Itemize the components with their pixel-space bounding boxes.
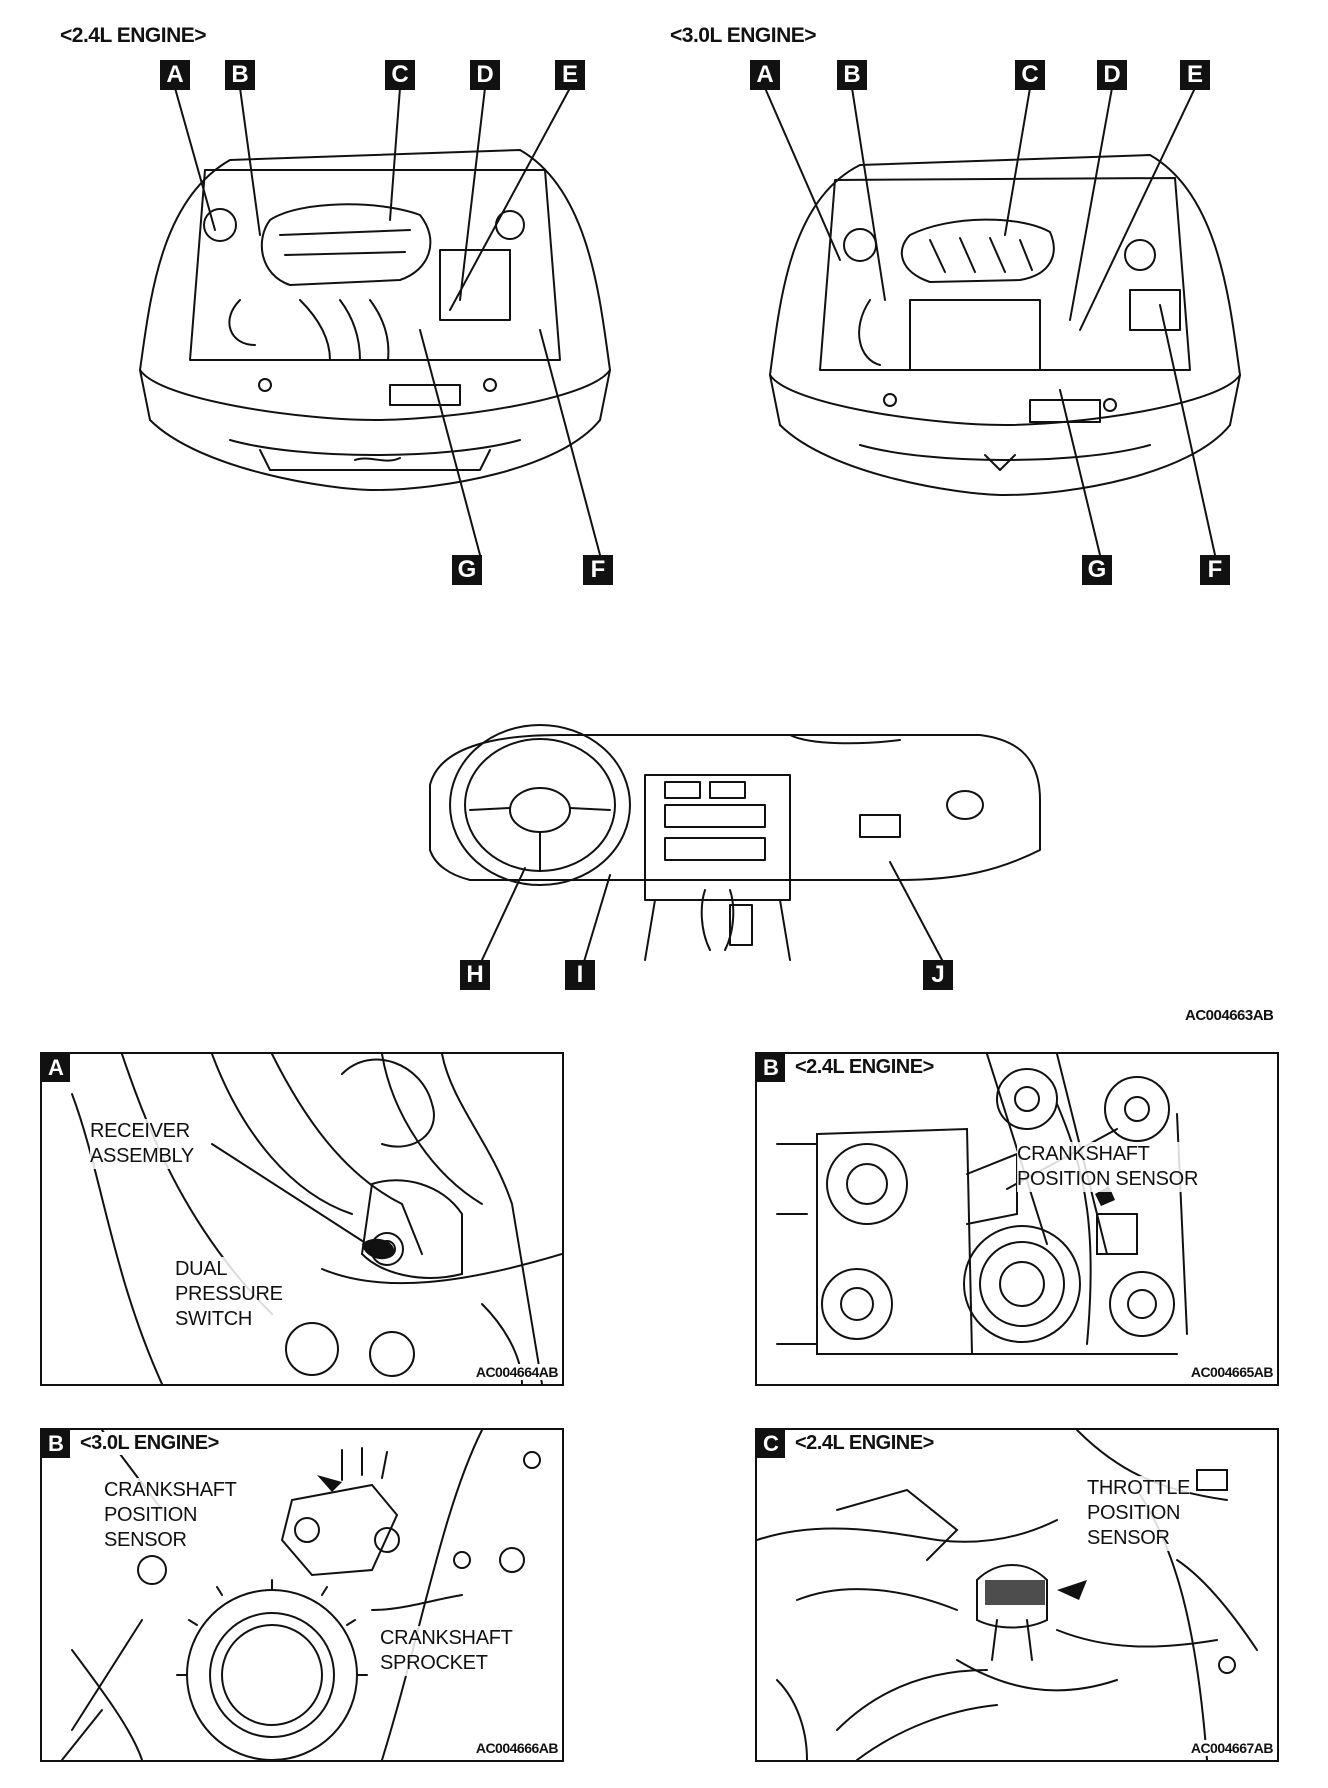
panel-c-drawing <box>757 1430 1258 1760</box>
panel-b-2-4-subtitle: <2.4L ENGINE> <box>793 1056 936 1079</box>
dashboard-drawing <box>429 724 1041 961</box>
marker-h: H <box>460 960 490 990</box>
marker-a-2-4: A <box>160 60 190 90</box>
panel-a-tag: A <box>42 1054 70 1082</box>
marker-f-3-0: F <box>1200 555 1230 585</box>
panel-c: C <2.4L ENGINE> THROTTLE POSITION SENSOR… <box>755 1428 1279 1762</box>
marker-e-2-4: E <box>555 60 585 90</box>
marker-g-2-4: G <box>452 555 482 585</box>
panel-b-2-4-tag: B <box>757 1054 785 1082</box>
panel-a-ref: AC004664AB <box>475 1364 559 1380</box>
overview-ref-code: AC004663AB <box>1185 1007 1274 1024</box>
engine-3-0-title: <3.0L ENGINE> <box>670 24 817 47</box>
engine-2-4-title: <2.4L ENGINE> <box>60 24 207 47</box>
panel-a-drawing <box>71 1054 562 1384</box>
marker-f-2-4: F <box>583 555 613 585</box>
panel-c-ref: AC004667AB <box>1190 1740 1274 1756</box>
marker-b-2-4: B <box>225 60 255 90</box>
marker-c-3-0: C <box>1015 60 1045 90</box>
panel-b-2-4-ref: AC004665AB <box>1190 1364 1274 1380</box>
panel-b-3-0-subtitle: <3.0L ENGINE> <box>78 1432 221 1455</box>
crankshaft-sprocket-label: CRANKSHAFT SPROCKET <box>380 1626 513 1676</box>
engine-bay-2-4-drawing <box>139 149 611 491</box>
panel-b-3-0-ref: AC004666AB <box>475 1740 559 1756</box>
marker-d-2-4: D <box>470 60 500 90</box>
marker-e-3-0: E <box>1180 60 1210 90</box>
crankshaft-position-sensor-3-0-label: CRANKSHAFT POSITION SENSOR <box>104 1478 237 1553</box>
engine-bay-3-0-drawing <box>769 154 1241 496</box>
panel-b-3-0-tag: B <box>42 1430 70 1458</box>
throttle-position-sensor-label: THROTTLE POSITION SENSOR <box>1087 1476 1191 1551</box>
marker-i: I <box>565 960 595 990</box>
panel-c-tag: C <box>757 1430 785 1458</box>
receiver-assembly-label: RECEIVER ASSEMBLY <box>90 1119 194 1169</box>
marker-c-2-4: C <box>385 60 415 90</box>
marker-j: J <box>923 960 953 990</box>
panel-b-3-0: B <3.0L ENGINE> CRANKSHAFT POSITION SENS… <box>40 1428 564 1762</box>
marker-a-3-0: A <box>750 60 780 90</box>
marker-g-3-0: G <box>1082 555 1112 585</box>
marker-b-3-0: B <box>837 60 867 90</box>
panel-a: A RECEIVER ASSEMBLY DUAL PRESSURE SWITCH… <box>40 1052 564 1386</box>
panel-c-subtitle: <2.4L ENGINE> <box>793 1432 936 1455</box>
crankshaft-position-sensor-2-4-label: CRANKSHAFT POSITION SENSOR <box>1017 1142 1199 1192</box>
dual-pressure-switch-label: DUAL PRESSURE SWITCH <box>175 1257 283 1332</box>
panel-b-2-4-drawing <box>776 1054 1188 1355</box>
marker-d-3-0: D <box>1097 60 1127 90</box>
panel-b-2-4: B <2.4L ENGINE> CRANKSHAFT POSITION SENS… <box>755 1052 1279 1386</box>
